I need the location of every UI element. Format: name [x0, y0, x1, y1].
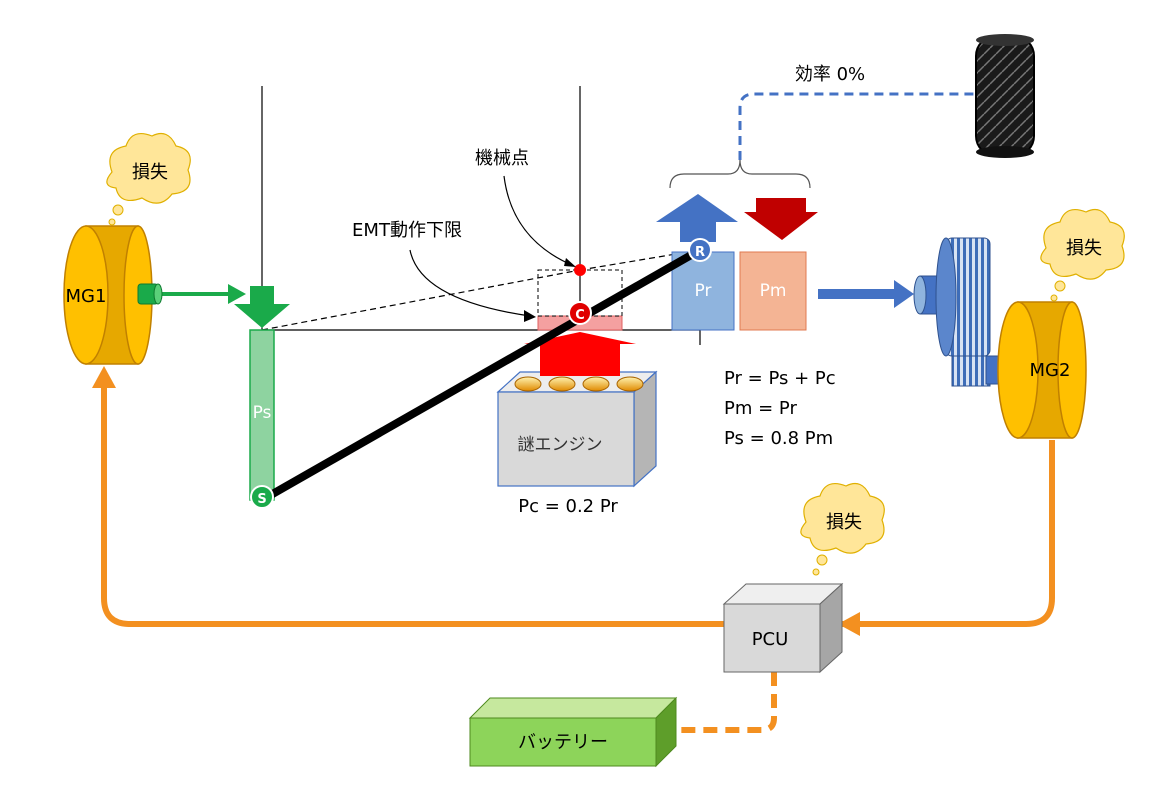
tire-link-dashed — [738, 92, 978, 160]
loss-mg1-label: 損失 — [132, 162, 168, 183]
cylinder-1-icon — [514, 376, 542, 392]
mg2-motor — [997, 301, 1087, 439]
mg1-motor — [63, 225, 163, 365]
pcu-input-arrowhead — [838, 612, 860, 636]
battery-box — [468, 696, 678, 768]
pcu-box — [722, 582, 844, 674]
equation-pc: Pc = 0.2 Pr — [518, 496, 618, 517]
mg2-label: MG2 — [1030, 360, 1071, 381]
emt-pointer — [409, 249, 531, 317]
mg1-input-arrowhead — [92, 366, 116, 388]
cylinder-2-icon — [548, 376, 576, 392]
loss-mg2-label: 損失 — [1066, 238, 1102, 259]
sun-input-down-arrow — [234, 286, 290, 328]
pcu-label: PCU — [752, 629, 789, 650]
mechanical-point-dot — [574, 264, 586, 276]
loss-cloud-pcu — [800, 483, 885, 576]
equation-pm: Pm = Pr — [724, 398, 797, 419]
node-s — [250, 485, 274, 509]
battery-label: バッテリー — [518, 732, 608, 753]
mg2-drive-arrow — [818, 289, 896, 299]
collinear-lever — [260, 246, 702, 504]
mechanical-point-lever — [261, 269, 581, 331]
pr-power-bar — [671, 251, 735, 331]
mg2-drive-arrowhead — [894, 280, 914, 308]
mechanical-point-label: 機械点 — [475, 148, 529, 169]
loss-cloud-mg1 — [106, 133, 191, 226]
node-s-label: S — [257, 492, 266, 507]
bracket-brace — [669, 159, 811, 189]
loss-cloud-mg2 — [1040, 209, 1125, 302]
node-c — [568, 301, 592, 325]
node-c-label: C — [575, 308, 585, 323]
pm-power-bar — [739, 251, 807, 331]
ps-power-bar — [249, 329, 275, 501]
ps-label: Ps — [253, 403, 272, 423]
gear-icon — [913, 237, 1021, 387]
pr-label: Pr — [695, 281, 712, 301]
pm-down-arrow — [744, 198, 818, 240]
mg1-shaft-arrowhead — [228, 284, 246, 304]
engine-block — [496, 370, 658, 488]
node-r-label: R — [695, 245, 705, 260]
equation-pr: Pr = Ps + Pc — [724, 368, 836, 389]
pcu-to-mg1-line — [101, 382, 725, 627]
cylinder-3-icon — [582, 376, 610, 392]
mechanical-point-pointer — [503, 175, 575, 267]
mg1-label: MG1 — [66, 286, 107, 307]
battery-link-dashed — [660, 672, 777, 733]
equation-ps: Ps = 0.8 Pm — [724, 428, 833, 449]
engine-label: 謎エンジン — [518, 435, 603, 455]
pm-label: Pm — [760, 281, 787, 301]
emt-pointer-head — [524, 310, 536, 322]
loss-pcu-label: 損失 — [826, 512, 862, 533]
engine-power-up-arrow — [524, 332, 636, 376]
efficiency-label: 効率 0% — [795, 64, 865, 85]
emt-lower-limit-label: EMT動作下限 — [352, 220, 462, 241]
node-r — [688, 238, 712, 262]
mechanical-point-pointer-head — [564, 258, 576, 267]
cylinder-4-icon — [616, 376, 644, 392]
tire-icon — [975, 34, 1035, 158]
mg2-to-pcu-line — [834, 440, 1055, 627]
pr-up-arrow — [656, 194, 738, 242]
